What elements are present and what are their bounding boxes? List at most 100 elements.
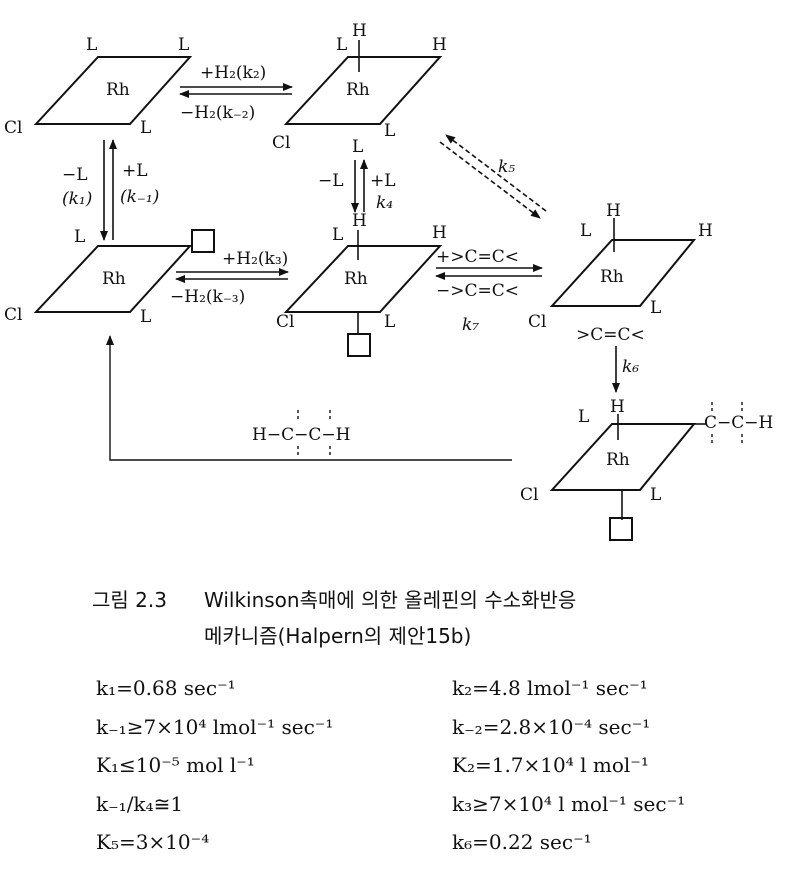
vacant-site (347, 333, 371, 357)
constant-value: K₅=3×10⁻⁴ (96, 830, 210, 854)
metal-label: Rh (106, 80, 130, 100)
constants-row: k₋₁≥7×10⁴ lmol⁻¹ sec⁻¹ k₋₂=2.8×10⁻⁴ sec⁻… (96, 715, 796, 754)
figure-number: 그림 2.3 (92, 588, 167, 612)
chloride-label: Cl (276, 312, 294, 332)
constant-value: k₂=4.8 lmol⁻¹ sec⁻¹ (452, 676, 648, 700)
step-label: k₅ (498, 157, 515, 177)
hydride-label: H (432, 35, 447, 55)
caption-title: Wilkinson촉매에 의한 올레핀의 수소화반응 (204, 588, 577, 612)
ligand-label: L (384, 121, 395, 141)
chloride-label: Cl (272, 133, 290, 153)
step-k6: k₆ (612, 346, 639, 393)
square-plane (283, 56, 443, 125)
complex-rhcll3: Rh L L L Cl (4, 35, 193, 138)
ligand-label: L (650, 298, 661, 318)
elimination-path: H−C−C−H (106, 335, 512, 461)
step-label: +H₂(k₃) (222, 249, 288, 269)
hydride-label: H (432, 223, 447, 243)
equilibrium-k7: +>C=C< −>C=C< k₇ (435, 247, 543, 335)
metal-label: Rh (606, 450, 630, 470)
constants-row: k₋₁/k₄≅1 k₃≥7×10⁴ l mol⁻¹ sec⁻¹ (96, 792, 796, 831)
hydride-label: H (352, 211, 367, 231)
square-plane (33, 56, 193, 125)
chloride-label: Cl (4, 305, 22, 325)
reaction-scheme: Rh L L L Cl H L H Rh L Cl L Rh L L Cl H … (4, 21, 773, 541)
complex-h2rhcll2: H L H Rh L Cl (276, 211, 447, 357)
complex-h2rhcll3: H L H Rh L Cl L (272, 21, 447, 157)
reverse-arrow (445, 134, 547, 212)
caption-line-2: 메카니즘(Halpern의 제안15b) (204, 624, 472, 648)
step-label: +L (122, 161, 148, 181)
ligand-label: L (140, 307, 151, 327)
constant-value: k₋₂=2.8×10⁻⁴ sec⁻¹ (452, 714, 651, 739)
ligand-label: L (384, 312, 395, 332)
alkane-label: H−C−C−H (252, 425, 350, 445)
constants-row: K₅=3×10⁻⁴ k₆=0.22 sec⁻¹ (96, 830, 796, 869)
constant-value: K₂=1.7×10⁴ l mol⁻¹ (452, 753, 649, 777)
step-label: −H₂(k₋₃) (170, 287, 245, 307)
caption-line-1: 그림 2.3 Wilkinson촉매에 의한 올레핀의 수소화반응 (92, 582, 576, 618)
alkyl-label: C−C−H (704, 413, 773, 433)
step-label: k₇ (462, 315, 479, 335)
equilibrium-k3: +H₂(k₃) −H₂(k₋₃) (170, 249, 289, 307)
metal-label: Rh (600, 267, 624, 287)
step-label: +H₂(k₂) (200, 63, 266, 83)
square-plane (33, 245, 193, 313)
vacant-site (609, 517, 633, 541)
metal-label: Rh (346, 80, 370, 100)
equilibrium-k4: −L +L k₄ (318, 159, 396, 213)
step-label: −H₂(k₋₂) (180, 103, 255, 123)
equilibrium-k1: −L (k₁) +L (k₋₁) (62, 139, 159, 241)
ligand-label: L (336, 35, 347, 55)
ligand-label: L (74, 227, 85, 247)
hydride-label: H (698, 221, 713, 241)
hydride-label: H (610, 397, 625, 417)
chloride-label: Cl (520, 485, 538, 505)
chloride-label: Cl (4, 118, 22, 138)
constant-value: k₃≥7×10⁴ l mol⁻¹ sec⁻¹ (452, 791, 686, 816)
metal-label: Rh (102, 269, 126, 289)
forward-arrow (439, 141, 541, 219)
square-plane (549, 239, 697, 307)
step-label: k₄ (376, 193, 393, 213)
complex-olefin-dihydride: H L H Rh L Cl >C=C< (528, 201, 713, 345)
ligand-label: L (178, 35, 189, 55)
hydride-label: H (352, 21, 367, 41)
constant-value: k₆=0.22 sec⁻¹ (452, 830, 592, 854)
step-label: −L (318, 171, 344, 191)
equilibrium-k2: +H₂(k₂) −H₂(k₋₂) (179, 63, 293, 123)
step-label: −>C=C< (436, 281, 519, 301)
ligand-label: L (332, 225, 343, 245)
ligand-label: L (140, 118, 151, 138)
step-label: (k₁) (62, 189, 92, 209)
step-label: (k₋₁) (120, 187, 159, 207)
rate-constants: k₁=0.68 sec⁻¹ k₂=4.8 lmol⁻¹ sec⁻¹ k₋₁≥7×… (96, 676, 796, 869)
vacant-site (191, 229, 215, 253)
square-plane (283, 245, 443, 313)
hydride-label: H (606, 201, 621, 221)
equilibrium-k5: k₅ (439, 134, 547, 219)
ligand-label: L (352, 137, 363, 157)
figure-caption: 그림 2.3 Wilkinson촉매에 의한 올레핀의 수소화반응 메카니즘(Ha… (92, 582, 576, 654)
square-plane (549, 423, 697, 491)
ligand-label: L (650, 485, 661, 505)
constants-row: k₁=0.68 sec⁻¹ k₂=4.8 lmol⁻¹ sec⁻¹ (96, 676, 796, 715)
step-label: −L (62, 165, 88, 185)
complex-rhcll2: Rh L L Cl (4, 227, 215, 327)
constant-value: K₁≤10⁻⁵ mol l⁻¹ (96, 753, 255, 777)
ligand-label: L (86, 35, 97, 55)
constants-row: K₁≤10⁻⁵ mol l⁻¹ K₂=1.7×10⁴ l mol⁻¹ (96, 753, 796, 792)
chloride-label: Cl (528, 312, 546, 332)
constant-value: k₁=0.68 sec⁻¹ (96, 676, 236, 700)
step-label: +L (370, 171, 396, 191)
ligand-label: L (578, 407, 589, 427)
step-label: +>C=C< (436, 247, 519, 267)
step-label: k₆ (622, 357, 639, 377)
metal-label: Rh (344, 269, 368, 289)
constant-value: k₋₁≥7×10⁴ lmol⁻¹ sec⁻¹ (96, 714, 334, 739)
ligand-label: L (580, 221, 591, 241)
complex-alkyl-hydride: H L Rh L Cl C−C−H (520, 397, 773, 541)
constant-value: k₋₁/k₄≅1 (96, 791, 184, 816)
olefin-label: >C=C< (576, 325, 645, 345)
return-arrow (106, 335, 512, 461)
